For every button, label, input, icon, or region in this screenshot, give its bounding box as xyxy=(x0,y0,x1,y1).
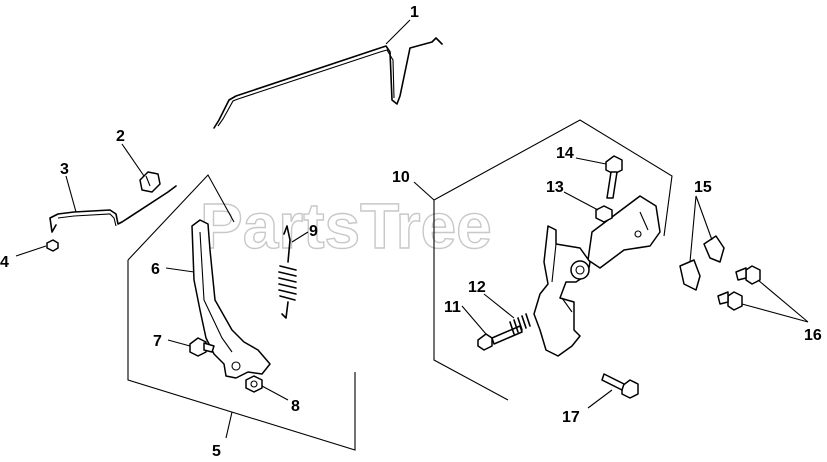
part-11-bolt[interactable] xyxy=(477,325,523,351)
callout-9: 9 xyxy=(309,223,318,240)
part-17-screw[interactable] xyxy=(601,373,639,399)
callout-10: 10 xyxy=(392,169,410,186)
callout-11: 11 xyxy=(444,299,461,316)
callout-12: 12 xyxy=(468,279,486,296)
callout-8: 8 xyxy=(291,398,300,415)
callout-6: 6 xyxy=(151,261,160,278)
part-6-control-lever[interactable] xyxy=(191,219,271,379)
callout-5: 5 xyxy=(212,443,221,460)
watermark-text: PartsTree xyxy=(200,190,492,262)
part-10-assembly-outline xyxy=(433,119,673,401)
part-5-assembly-outline xyxy=(127,174,356,451)
part-13-nut[interactable] xyxy=(595,205,613,223)
callout-2: 2 xyxy=(116,128,125,145)
callout-3: 3 xyxy=(60,161,69,178)
part-15-clips[interactable] xyxy=(679,235,725,291)
part-1-governor-rod[interactable] xyxy=(213,37,443,129)
part-8-nut[interactable] xyxy=(245,375,263,393)
part-16-screws[interactable] xyxy=(717,265,761,311)
part-9-spring[interactable] xyxy=(278,225,297,319)
part-2-rod-clip[interactable] xyxy=(139,171,161,193)
callout-labels: 1 2 3 4 5 6 7 8 9 10 11 12 13 14 15 16 1… xyxy=(0,4,822,460)
callout-17: 17 xyxy=(562,409,580,426)
part-3-link-rod[interactable] xyxy=(49,185,177,233)
callout-13: 13 xyxy=(546,179,564,196)
part-14-bolt[interactable] xyxy=(605,155,623,199)
callout-14: 14 xyxy=(556,145,574,162)
callout-15: 15 xyxy=(694,179,712,196)
part-12-spring[interactable] xyxy=(509,313,531,335)
callout-4: 4 xyxy=(0,254,9,271)
callout-7: 7 xyxy=(153,333,162,350)
part-7-bolt[interactable] xyxy=(189,337,215,357)
callout-1: 1 xyxy=(410,4,419,21)
part-10-governor-bracket[interactable] xyxy=(533,195,661,357)
part-4-small-nut[interactable] xyxy=(46,239,59,252)
callout-16: 16 xyxy=(804,327,822,344)
leader-lines xyxy=(15,19,809,439)
